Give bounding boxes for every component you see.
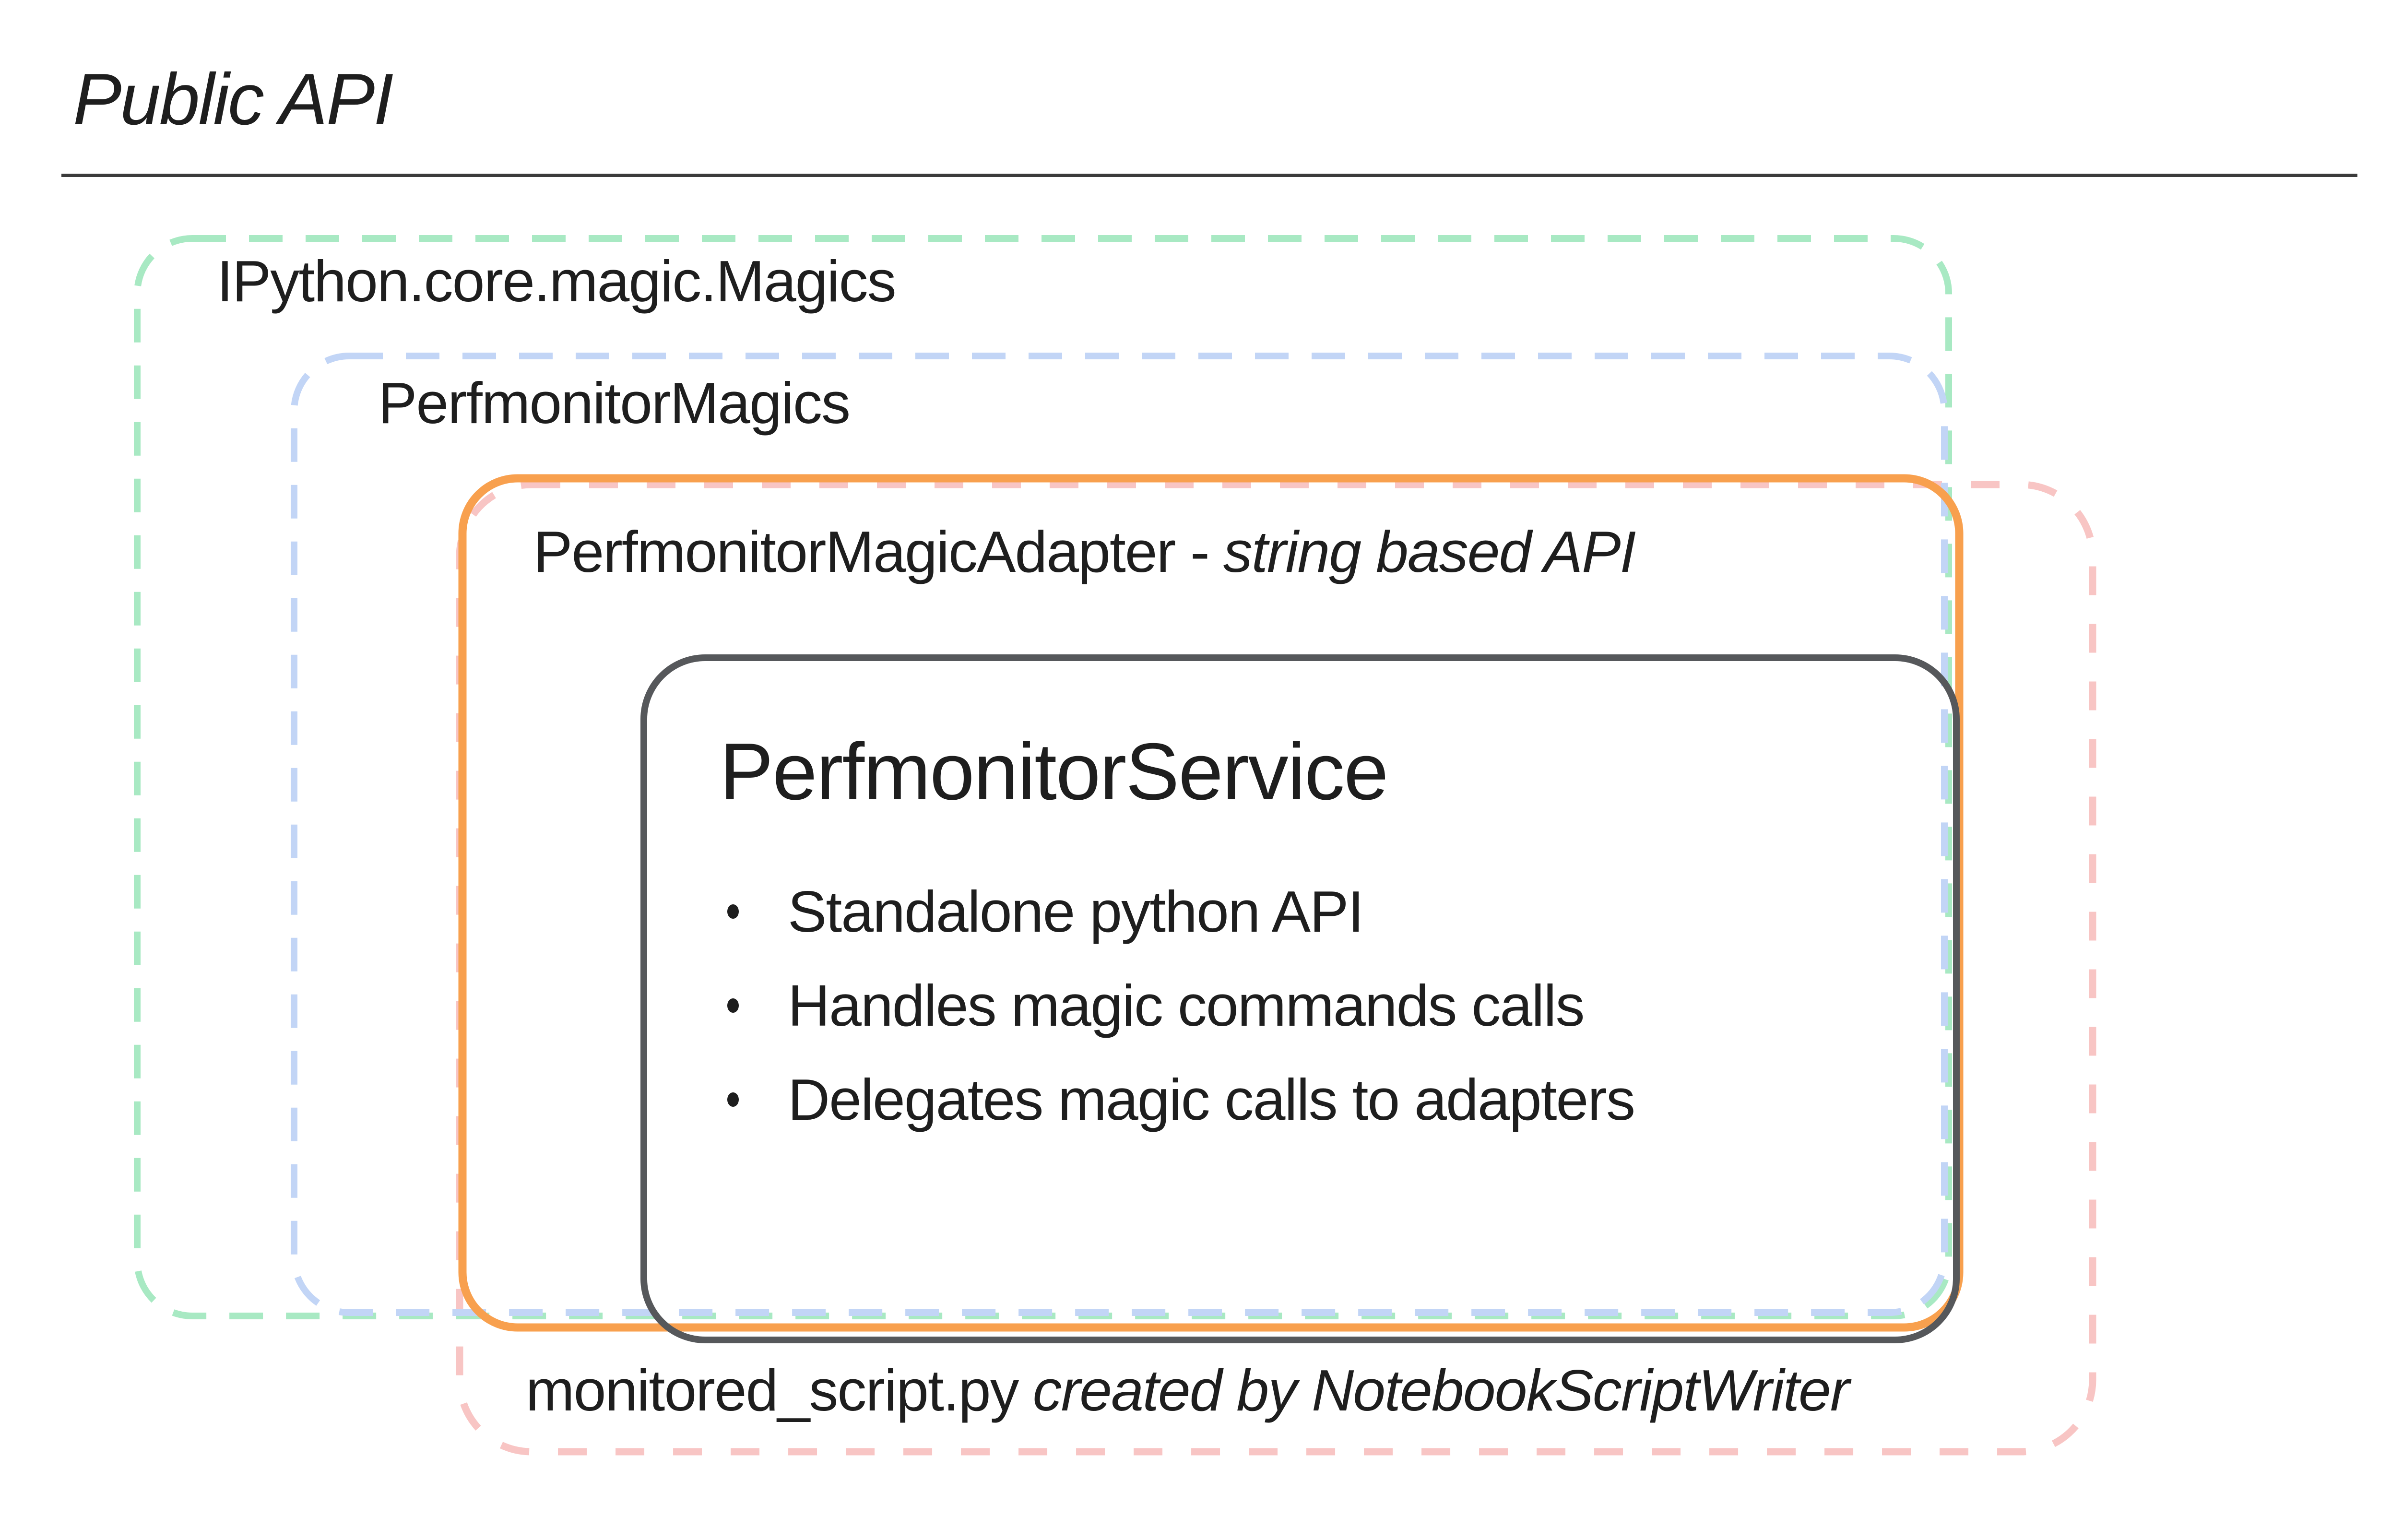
bullet-item: Standalone python API [727, 865, 1634, 959]
bullet-item: Handles magic commands calls [727, 959, 1634, 1053]
service-bullet-list: Standalone python API Handles magic comm… [727, 865, 1635, 1147]
bullet-dot [727, 904, 739, 919]
bullet-dot [727, 1092, 739, 1107]
monitored-script-label-italic: created by NotebookScriptWriter [1032, 1358, 1850, 1423]
service-box-border [640, 654, 1960, 1343]
bullet-item: Delegates magic calls to adapters [727, 1053, 1635, 1147]
adapter-label-regular: PerfmonitorMagicAdapter - [533, 519, 1210, 584]
bullet-dot [727, 998, 739, 1013]
adapter-label-italic: string based API [1223, 519, 1636, 584]
perfmonitor-magics-box-label: PerfmonitorMagics [378, 370, 851, 436]
title-divider-line [61, 174, 2357, 177]
perfmonitor-magics-box-border [291, 353, 1948, 1316]
bullet-text: Delegates magic calls to adapters [788, 1067, 1635, 1132]
monitored-script-label-regular: monitored_script.py [526, 1358, 1019, 1423]
bullet-text: Handles magic commands calls [788, 973, 1585, 1038]
service-box-title: PerfmonitorService [720, 726, 1388, 817]
magics-box-label: IPython.core.magic.Magics [217, 249, 897, 314]
bullet-text: Standalone python API [788, 879, 1364, 944]
adapter-box-label: PerfmonitorMagicAdapter -string based AP… [533, 518, 1636, 585]
page-title: Public API [73, 59, 394, 140]
